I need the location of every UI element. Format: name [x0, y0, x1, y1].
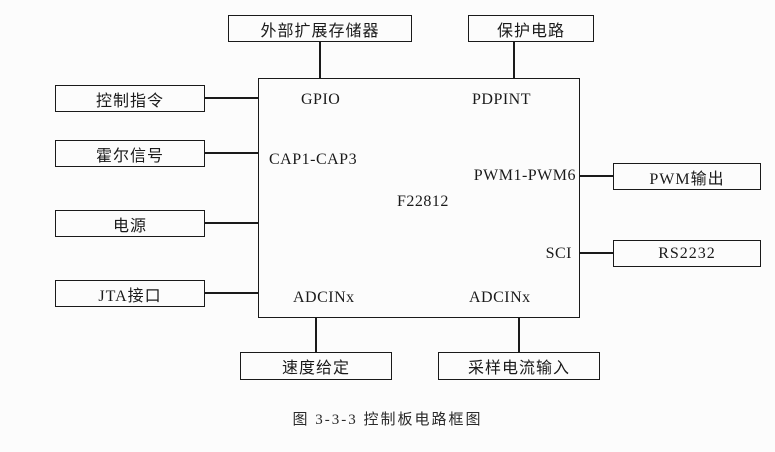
connector-pwm-output	[580, 175, 613, 177]
block-external-expansion-memory: 外部扩展存储器	[228, 15, 412, 42]
block-protection-circuit: 保护电路	[468, 15, 594, 42]
block-pwm-output: PWM输出	[613, 163, 761, 190]
block-control-command: 控制指令	[55, 85, 205, 112]
figure-caption: 图 3-3-3 控制板电路框图	[292, 412, 483, 428]
pin-adcinx-left: ADCINx	[293, 289, 355, 306]
block-jta-interface: JTA接口	[55, 280, 205, 307]
connector-hall-signal	[205, 152, 258, 154]
chip-name-label: F22812	[397, 193, 449, 210]
connector-external-memory-gpio	[319, 42, 321, 78]
connector-speed-setting	[315, 318, 317, 352]
connector-protection-pdpint	[513, 42, 515, 78]
pin-sci: SCI	[545, 245, 572, 262]
pin-gpio: GPIO	[301, 91, 341, 108]
connector-control-command	[205, 97, 258, 99]
block-hall-signal: 霍尔信号	[55, 140, 205, 167]
chip-f22812: GPIO PDPINT CAP1-CAP3 PWM1-PWM6 F22812 S…	[258, 78, 580, 318]
block-speed-setting: 速度给定	[240, 352, 392, 380]
block-rs2232: RS2232	[613, 240, 761, 267]
connector-sampled-current	[518, 318, 520, 352]
block-power-supply: 电源	[55, 210, 205, 237]
pin-pwm1-pwm6: PWM1-PWM6	[473, 167, 576, 184]
connector-power-supply	[205, 222, 258, 224]
block-sampled-current-input: 采样电流输入	[438, 352, 600, 380]
connector-jta-interface	[205, 292, 258, 294]
pin-pdpint: PDPINT	[472, 91, 532, 108]
pin-cap1-cap3: CAP1-CAP3	[269, 151, 358, 168]
connector-rs2232	[580, 252, 613, 254]
pin-adcinx-right: ADCINx	[469, 289, 531, 306]
